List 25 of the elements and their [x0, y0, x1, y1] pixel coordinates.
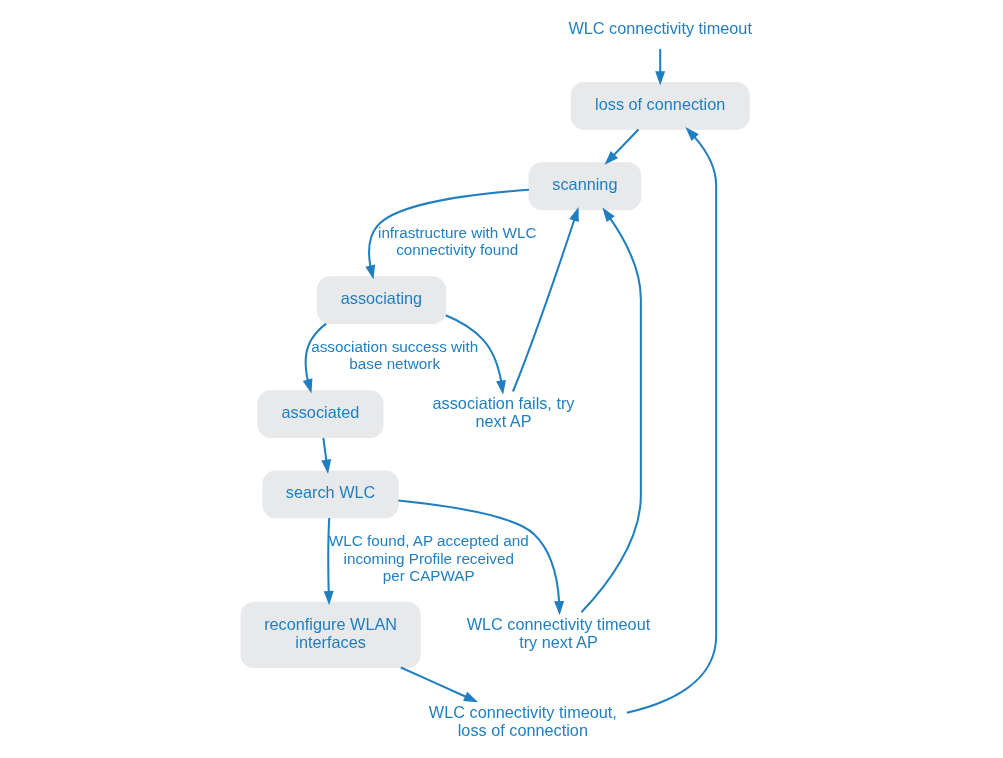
node-text: WLC connectivity timeout, loss of connection — [428, 703, 617, 740]
edge-label: infrastructure with WLC connectivity found — [378, 224, 537, 259]
arrow — [398, 499, 565, 616]
arrow — [604, 128, 640, 165]
node-box: reconfigure WLAN interfaces — [240, 601, 421, 668]
arrow — [400, 666, 479, 703]
node-box: associating — [316, 276, 447, 325]
node-box: loss of connection — [570, 81, 750, 130]
arrow — [626, 127, 718, 714]
node-text: WLC connectivity timeout try next AP — [466, 614, 651, 651]
node-text: association fails, try next AP — [432, 393, 575, 431]
arrow — [302, 322, 327, 394]
node-text: WLC connectivity timeout — [568, 19, 752, 38]
edge-label: WLC found, AP accepted and incoming Profile received per CAPWAP — [328, 532, 529, 584]
arrow — [511, 206, 579, 392]
node-box: search WLC — [262, 470, 399, 519]
arrow — [655, 48, 666, 86]
node-box: scanning — [528, 162, 642, 211]
arrow — [321, 437, 332, 474]
arrow — [580, 207, 642, 613]
arrow — [323, 517, 334, 606]
arrow — [365, 188, 530, 280]
edge-label: association success with base network — [311, 338, 479, 373]
arrow — [445, 314, 506, 395]
node-box: associated — [257, 390, 384, 438]
